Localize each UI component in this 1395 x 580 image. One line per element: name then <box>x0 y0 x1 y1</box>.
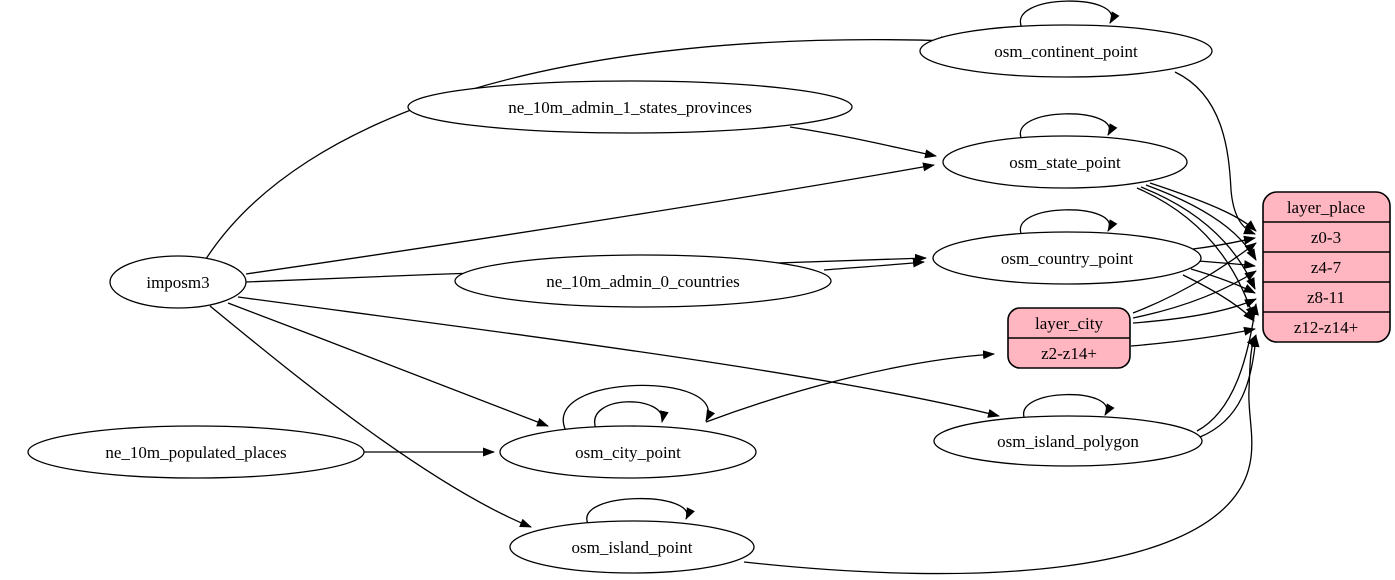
edge-layer_city-layer_place-z0-3 <box>1132 242 1257 314</box>
edge-osm_country_point-layer_place-z8-11 <box>1190 268 1256 294</box>
node-osm_island_point-label: osm_island_point <box>572 538 693 557</box>
node-osm_country_point-shape <box>932 231 1202 285</box>
edges-group <box>203 0 1260 575</box>
edge-osm_country_point-layer_place-z0-3 <box>1192 235 1256 250</box>
record-layer_place: layer_place z0-3 z4-7 z8-11 z12-z14+ <box>1262 191 1391 343</box>
edge-osm_city_point-layer_city <box>705 350 995 423</box>
node-ne_10m_populated_places-shape <box>27 425 365 479</box>
edge-osm_continent_point-layer_place-z0-3 <box>1174 71 1256 235</box>
edge-self-loop-osm_country_point <box>1019 209 1118 237</box>
node-ne_10m_populated_places-label: ne_10m_populated_places <box>105 443 286 462</box>
record-layer_place-title: layer_place <box>1287 198 1365 217</box>
edge-osm_island_polygon-layer_place-z8-11 <box>1196 303 1259 432</box>
record-layer_city-title: layer_city <box>1035 314 1103 333</box>
edge-imposm3-osm_island_point <box>209 305 532 528</box>
edge-self-loop-osm_continent_point <box>1019 0 1120 29</box>
node-osm_island_polygon: osm_island_polygon <box>933 415 1203 467</box>
node-osm_continent_point: osm_continent_point <box>919 24 1213 78</box>
node-ne_10m_admin_1_states_provinces-label: ne_10m_admin_1_states_provinces <box>508 98 752 117</box>
edge-self-loop-osm_island_point <box>586 497 695 525</box>
record-layer_place-row-z4-7: z4-7 <box>1311 258 1342 277</box>
node-osm_island_polygon-shape <box>933 415 1203 467</box>
node-imposm3-label: imposm3 <box>146 273 209 292</box>
edge-osm_island_point-layer_place-z12-z14 <box>743 334 1257 575</box>
edge-self-loop-osm_city_point-inner <box>594 401 669 430</box>
node-ne_10m_admin_1_states_provinces-shape <box>407 80 853 134</box>
edge-osm_state_point-layer_place-z4-7 <box>1145 184 1257 261</box>
edge-osm_country_point-layer_place-z12-z14 <box>1182 274 1255 322</box>
record-layer_place-row-z8-11: z8-11 <box>1307 288 1345 307</box>
edge-imposm3-osm_city_point <box>227 302 549 427</box>
node-osm_state_point: osm_state_point <box>942 135 1188 189</box>
edge-self-loop-osm_state_point <box>1019 113 1118 141</box>
node-osm_country_point: osm_country_point <box>932 231 1202 285</box>
edge-osm_country_point-layer_place-z4-7 <box>1198 260 1256 270</box>
record-layer_city: layer_city z2-z14+ <box>1007 307 1131 369</box>
edge-ne_10m_admin_0_countries-osm_country_point <box>823 258 925 271</box>
node-ne_10m_admin_0_countries-label: ne_10m_admin_0_countries <box>546 272 740 291</box>
node-ne_10m_admin_0_countries: ne_10m_admin_0_countries <box>454 254 832 308</box>
node-osm_continent_point-shape <box>919 24 1213 78</box>
node-ne_10m_populated_places: ne_10m_populated_places <box>27 425 365 479</box>
edge-imposm3-osm_island_polygon <box>237 296 1000 418</box>
node-osm_island_point: osm_island_point <box>509 520 755 574</box>
edge-imposm3-osm_state_point <box>245 162 935 275</box>
node-osm_city_point-label: osm_city_point <box>575 443 681 462</box>
edge-imposm3-osm_continent_point <box>203 36 953 263</box>
edge-self-loop-osm_island_polygon <box>1022 393 1115 421</box>
node-imposm3-shape <box>109 255 247 309</box>
node-imposm3: imposm3 <box>109 255 247 309</box>
node-osm_city_point: osm_city_point <box>499 425 757 479</box>
record-layer_city-row-z2-z14: z2-z14+ <box>1041 344 1097 363</box>
node-ne_10m_admin_0_countries-shape <box>454 254 832 308</box>
node-osm_island_polygon-label: osm_island_polygon <box>997 432 1139 451</box>
node-osm_city_point-shape <box>499 425 757 479</box>
record-layer_place-row-z12-z14: z12-z14+ <box>1294 318 1358 337</box>
node-osm_state_point-shape <box>942 135 1188 189</box>
edge-layer_city-layer_place-z4-7 <box>1132 270 1257 319</box>
edge-layer_city-layer_place-z8-11 <box>1132 298 1257 324</box>
record-layer_place-shape <box>1262 191 1391 343</box>
edge-osm_island_polygon-layer_place-z12-z14 <box>1199 335 1260 438</box>
record-layer_place-row-z0-3: z0-3 <box>1311 228 1341 247</box>
node-osm_island_point-shape <box>509 520 755 574</box>
edge-ne_10m_admin_1_states_provinces-osm_state_point <box>789 126 937 159</box>
edge-layer_city-layer_place-z12-z14 <box>1130 326 1256 347</box>
node-osm_country_point-label: osm_country_point <box>1001 249 1133 268</box>
node-osm_state_point-label: osm_state_point <box>1009 153 1121 172</box>
edge-self-loop-osm_city_point-outer <box>562 384 716 432</box>
node-osm_continent_point-label: osm_continent_point <box>994 42 1138 61</box>
node-ne_10m_admin_1_states_provinces: ne_10m_admin_1_states_provinces <box>407 80 853 134</box>
edge-osm_state_point-layer_place-z0-3 <box>1149 182 1257 232</box>
